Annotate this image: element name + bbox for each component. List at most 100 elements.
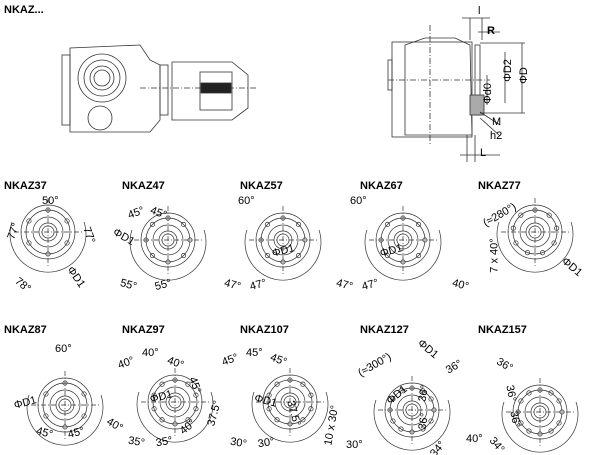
flange-circle bbox=[274, 386, 306, 418]
dim-M: M bbox=[492, 116, 502, 128]
dim-d0: Φd0 bbox=[482, 82, 495, 105]
flange-drawing bbox=[496, 198, 574, 273]
bolt-hole bbox=[548, 390, 554, 396]
bolt-hole bbox=[287, 377, 293, 383]
bolt-hole bbox=[185, 381, 191, 387]
bolt-hole bbox=[532, 207, 538, 213]
flange-drawing bbox=[26, 371, 104, 446]
bolt-hole bbox=[420, 426, 426, 432]
dim-D2: ΦD2 bbox=[501, 59, 514, 82]
bolt-hole bbox=[64, 218, 70, 224]
bolt-hole bbox=[409, 385, 415, 391]
dimension-arc bbox=[26, 394, 104, 446]
flange-title: NKAZ127 bbox=[360, 324, 409, 336]
flange-drawing bbox=[373, 376, 451, 451]
flange-drawing bbox=[9, 198, 87, 273]
bolt-hole bbox=[548, 428, 554, 434]
bolt-hole bbox=[513, 240, 519, 246]
bolt-hole bbox=[172, 421, 178, 427]
dim-l: l bbox=[478, 5, 481, 17]
flange-drawing bbox=[244, 206, 322, 281]
flange-title: NKAZ87 bbox=[4, 324, 47, 336]
flange-circle bbox=[524, 396, 556, 428]
bolt-hole bbox=[181, 253, 187, 259]
bolt-hole bbox=[551, 240, 557, 246]
bolt-hole bbox=[537, 387, 543, 393]
bolt-hole bbox=[172, 377, 178, 383]
bolt-hole bbox=[143, 237, 149, 243]
bolt-hole bbox=[159, 381, 165, 387]
bolt-hole bbox=[26, 240, 32, 246]
bolt-hole bbox=[539, 250, 546, 256]
bolt-hole bbox=[398, 388, 404, 394]
bolt-hole bbox=[258, 237, 264, 243]
angle-label: 36° bbox=[503, 384, 519, 403]
angle-label: 50° bbox=[42, 195, 59, 207]
flange-title: NKAZ77 bbox=[478, 180, 521, 192]
dimension-arc bbox=[9, 221, 87, 273]
gearmotor-front-view bbox=[387, 17, 525, 162]
bolt-hole bbox=[45, 251, 51, 257]
bolt-hole bbox=[510, 225, 516, 231]
bolt-hole bbox=[518, 420, 524, 426]
bolt-hole bbox=[537, 431, 543, 437]
flange-circle bbox=[519, 216, 551, 248]
bolt-hole bbox=[62, 380, 68, 386]
angle-label: 40° bbox=[142, 347, 159, 359]
bolt-hole bbox=[193, 392, 199, 398]
angle-label: 60° bbox=[238, 195, 255, 207]
bolt-hole bbox=[556, 398, 562, 404]
flange-title: NKAZ37 bbox=[4, 180, 47, 192]
dimension-arc bbox=[129, 229, 207, 281]
bolt-hole bbox=[416, 221, 422, 227]
bolt-hole bbox=[81, 391, 87, 397]
bolt-hole bbox=[81, 413, 87, 419]
dim-h2: h2 bbox=[490, 130, 503, 142]
bolt-hole bbox=[165, 215, 171, 221]
bolt-hole bbox=[280, 259, 286, 265]
bolt-hole bbox=[526, 390, 532, 396]
dim-L: L bbox=[480, 147, 487, 159]
bolt-hole bbox=[554, 225, 560, 231]
flange-title: NKAZ57 bbox=[240, 180, 283, 192]
bolt-hole bbox=[559, 409, 565, 415]
flange-drawing bbox=[364, 206, 442, 281]
bolt-hole bbox=[518, 212, 524, 218]
bolt-hole bbox=[185, 417, 191, 423]
bolt-hole bbox=[428, 396, 434, 402]
bolt-hole bbox=[159, 417, 165, 423]
bolt-hole bbox=[398, 426, 404, 432]
bolt-hole bbox=[296, 253, 302, 259]
bolt-hole bbox=[266, 392, 272, 398]
bolt-hole bbox=[274, 417, 280, 423]
bolt-hole bbox=[296, 221, 302, 227]
angle-label: 36° bbox=[507, 410, 523, 429]
bolt-hole bbox=[181, 221, 187, 227]
logo-plate bbox=[200, 82, 232, 94]
bolt-hole bbox=[300, 417, 306, 423]
bolt-hole bbox=[280, 215, 286, 221]
bolt-hole bbox=[64, 240, 70, 246]
angle-label: 40° bbox=[466, 433, 483, 445]
flange-circle bbox=[396, 394, 428, 426]
angle-label: 60° bbox=[350, 195, 367, 207]
bolt-hole bbox=[43, 391, 49, 397]
bolt-hole bbox=[387, 407, 393, 413]
bolt-hole bbox=[274, 381, 280, 387]
dimension-arc bbox=[251, 391, 329, 443]
dimension-arc bbox=[373, 399, 451, 451]
flange-drawing bbox=[251, 368, 329, 443]
bolt-hole bbox=[422, 237, 428, 243]
bolt-hole bbox=[428, 418, 434, 424]
bolt-hole bbox=[524, 250, 531, 256]
bolt-hole bbox=[416, 253, 422, 259]
dimension-arc bbox=[136, 391, 214, 443]
bolt-hole bbox=[187, 237, 193, 243]
series-title: NKAZ... bbox=[4, 4, 44, 16]
bolt-hole bbox=[378, 237, 384, 243]
flange-circle bbox=[32, 216, 64, 248]
bolt-hole bbox=[515, 409, 521, 415]
flange-circle bbox=[152, 224, 184, 256]
bolt-hole bbox=[384, 253, 390, 259]
